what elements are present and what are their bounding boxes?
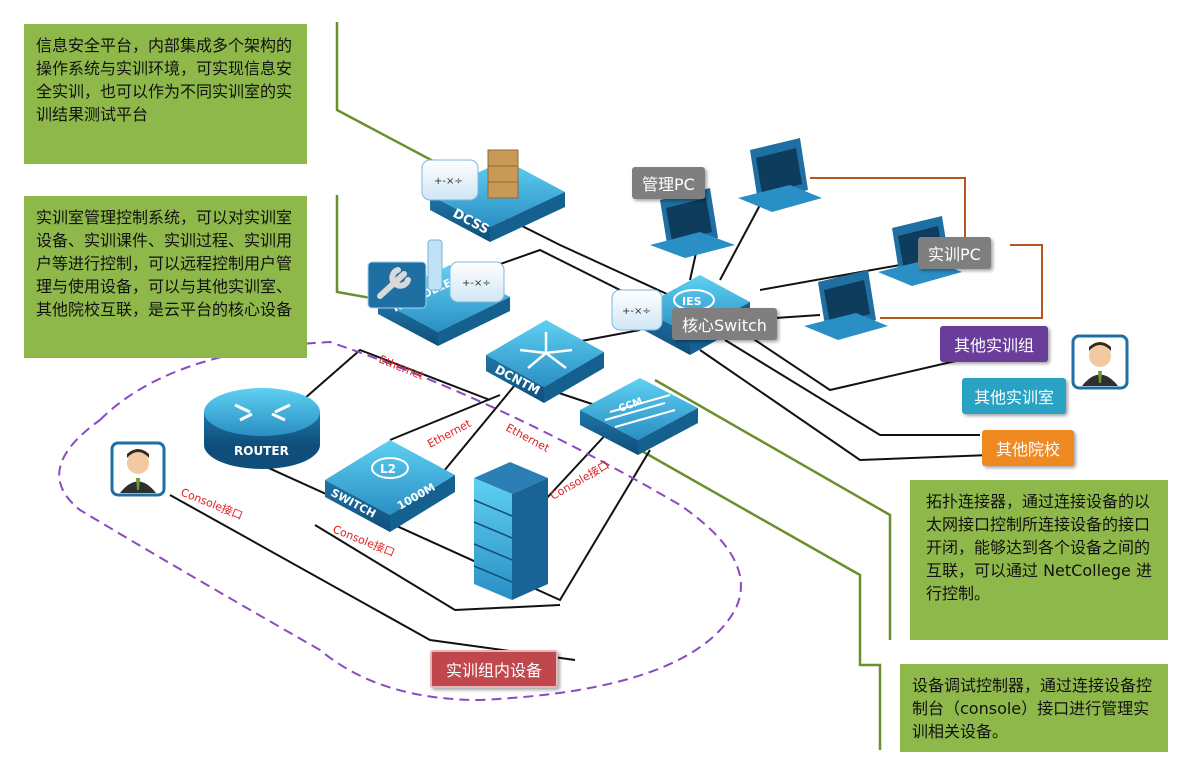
note-dcss: 信息安全平台，内部集成多个架构的操作系统与实训环境，可实现信息安全实训，也可以作… <box>24 24 307 164</box>
flask-icon <box>427 239 443 291</box>
pc-admin-2 <box>738 138 822 212</box>
link-label-ethernet-1: Ethernet <box>377 353 426 383</box>
link-label-ethernet-3: Ethernet <box>504 421 553 455</box>
tag-core-switch: 核心Switch <box>672 308 777 340</box>
ies-label: IES <box>682 295 702 308</box>
storage-boxes-icon <box>487 149 519 199</box>
note-netcollege: 实训室管理控制系统，可以对实训室设备、实训课件、实训过程、实训用户等进行控制，可… <box>24 196 307 358</box>
cloud-icon <box>421 159 479 201</box>
note-console: 设备调试控制器，通过连接设备控制台（console）接口进行管理实训相关设备。 <box>900 664 1168 752</box>
user-avatar-left <box>110 441 166 497</box>
tag-group-devices: 实训组内设备 <box>430 650 559 688</box>
cloud-icon-ies <box>611 289 663 331</box>
cloud-ops-text-3: +-×÷ <box>622 306 651 317</box>
pc-train-2 <box>804 270 888 340</box>
l2-label: L2 <box>380 462 396 476</box>
tag-other-group: 其他实训组 <box>940 326 1049 362</box>
router-device: ROUTER <box>204 388 320 469</box>
pc-admin-1 <box>650 188 735 258</box>
link-label-console-3: Console接口 <box>548 459 611 503</box>
netcollege-device: NETCOLLEGE +-×÷ <box>367 239 510 346</box>
cloud-ops-text-2: +-×÷ <box>462 278 491 289</box>
user-avatar-right <box>1071 334 1129 390</box>
callout-line-ccm <box>654 378 892 640</box>
note-ccm: 拓扑连接器，通过连接设备的以太网接口控制所连接设备的接口开闭，能够达到各个设备之… <box>910 480 1168 640</box>
cloud-icon-netcollege <box>449 261 505 303</box>
firewall-device <box>473 462 548 600</box>
callout-line-dcss <box>335 22 451 172</box>
cloud-ops-text: +-×÷ <box>434 176 463 187</box>
dcntm-device: DCNTM <box>486 320 604 403</box>
tag-admin-pc: 管理PC <box>632 167 705 199</box>
tag-train-pc: 实训PC <box>918 237 991 269</box>
link-label-console-1: Console接口 <box>179 486 245 523</box>
tag-other-room: 其他实训室 <box>962 378 1067 414</box>
tag-other-school: 其他院校 <box>982 430 1075 466</box>
group-boundary <box>58 340 742 702</box>
l2-switch-device: L2 SWITCH 1000M <box>325 440 455 532</box>
callout-line-console <box>639 448 882 750</box>
pc-links <box>810 177 1043 319</box>
ccm-device: CCM <box>580 378 698 455</box>
dcss-device: DCSS +-×÷ <box>421 149 565 242</box>
callout-lines <box>335 22 892 750</box>
router-label: ROUTER <box>234 444 289 458</box>
